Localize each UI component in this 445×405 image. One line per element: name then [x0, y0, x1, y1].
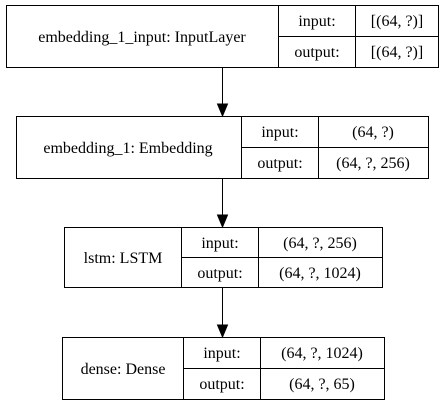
output-label: output: [294, 44, 339, 61]
layer-name: embedding_1: Embedding [43, 140, 212, 157]
input-shape: (64, ?) [352, 124, 394, 141]
output-shape: [(64, ?)] [371, 44, 423, 61]
output-label: output: [197, 265, 242, 282]
output-shape: (64, ?, 1024) [279, 265, 361, 282]
layer-node-lstm [64, 227, 383, 288]
input-shape: [(64, ?)] [371, 13, 423, 30]
layer-name: lstm: LSTM [84, 250, 163, 267]
layer-name: dense: Dense [81, 361, 166, 378]
layer-node-dense [62, 337, 385, 400]
input-label: input: [201, 235, 238, 252]
arrowhead-icon [216, 324, 229, 339]
output-label: output: [257, 155, 302, 172]
arrowhead-icon [216, 103, 229, 118]
input-label: input: [261, 124, 298, 141]
output-shape: (64, ?, 256) [336, 155, 410, 172]
input-shape: (64, ?, 256) [283, 235, 357, 252]
layer-name: embedding_1_input: InputLayer [38, 29, 246, 46]
input-label: input: [203, 345, 240, 362]
arrowhead-icon [216, 214, 229, 229]
output-label: output: [199, 376, 244, 393]
input-shape: (64, ?, 1024) [281, 345, 363, 362]
input-label: input: [298, 13, 335, 30]
output-shape: (64, ?, 65) [289, 376, 355, 393]
